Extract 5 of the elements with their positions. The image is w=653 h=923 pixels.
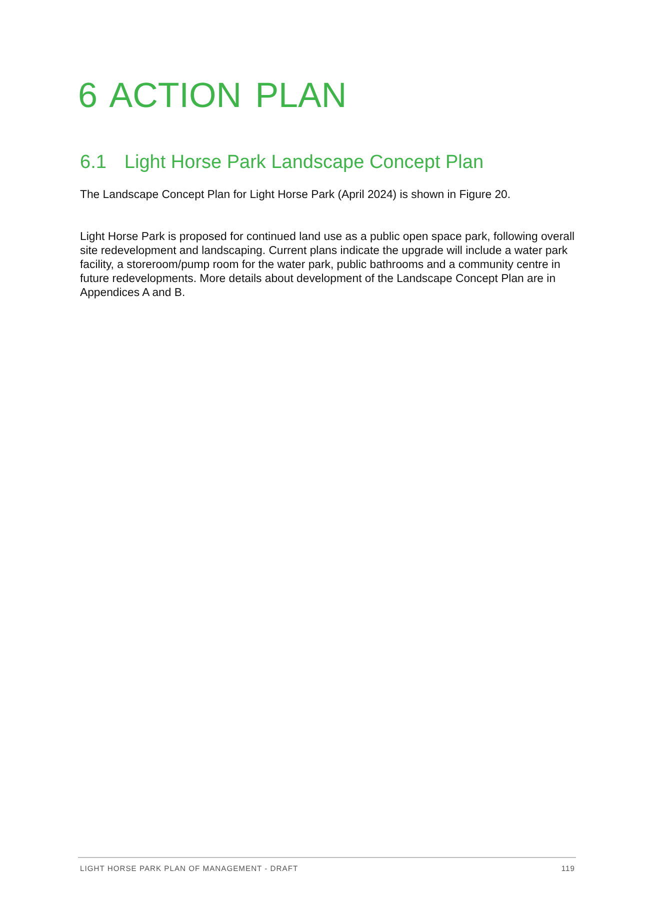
body-paragraph: Light Horse Park is proposed for continued land use as a public open space park, following overall site redevelopment and landscaping. Current plans indicate the upgrade will include a water park facility, a storeroom/pump room for the water park, public bathrooms and a community centre in future redevelopments. More details about development of the Landscape Concept Plan are in Appendices A and B.: [80, 230, 576, 300]
page-title: 6 ACTION PLAN: [78, 76, 347, 116]
section-heading: Light Horse Park Landscape Concept Plan: [124, 152, 484, 174]
body-paragraph: The Landscape Concept Plan for Light Horse Park (April 2024) is shown in Figure 20.: [80, 188, 512, 202]
section-number: 6.1: [80, 152, 106, 174]
